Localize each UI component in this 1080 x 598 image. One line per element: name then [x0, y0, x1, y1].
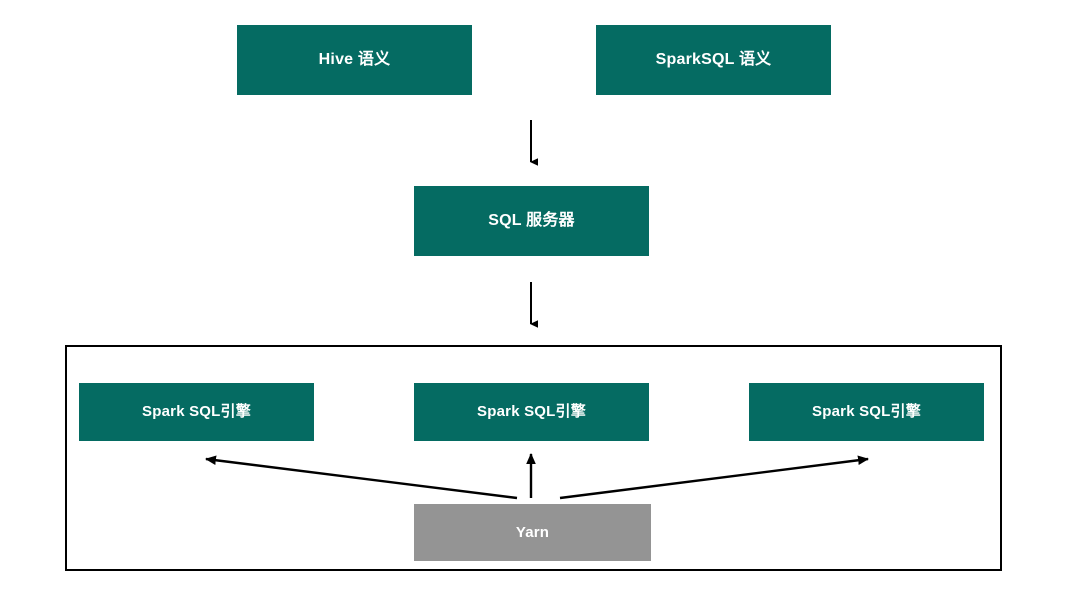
node-hive-semantics[interactable]: Hive 语义 — [237, 25, 472, 95]
node-spark-sql-engine-right[interactable]: Spark SQL引擎 — [749, 383, 984, 441]
node-label: SparkSQL 语义 — [655, 51, 772, 69]
node-label: Spark SQL引擎 — [142, 403, 251, 420]
node-sql-server[interactable]: SQL 服务器 — [414, 186, 649, 256]
node-label: SQL 服务器 — [488, 212, 575, 230]
node-spark-sql-engine-left[interactable]: Spark SQL引擎 — [79, 383, 314, 441]
node-label: Hive 语义 — [318, 51, 391, 69]
node-yarn[interactable]: Yarn — [414, 504, 651, 561]
node-label: Yarn — [515, 523, 550, 541]
node-label: Spark SQL引擎 — [812, 403, 921, 420]
node-sparksql-semantics[interactable]: SparkSQL 语义 — [596, 25, 831, 95]
cluster-container — [65, 345, 1002, 571]
node-spark-sql-engine-middle[interactable]: Spark SQL引擎 — [414, 383, 649, 441]
node-label: Spark SQL引擎 — [477, 403, 586, 420]
